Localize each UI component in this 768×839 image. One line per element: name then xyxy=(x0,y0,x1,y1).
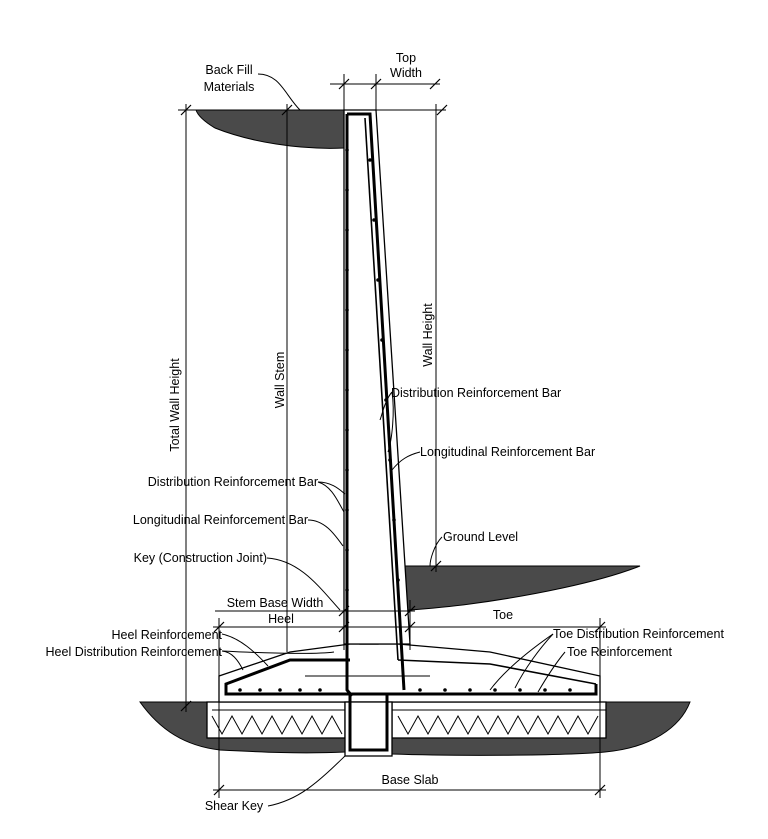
blinding-hatch xyxy=(211,709,606,736)
wall-stem xyxy=(343,109,411,645)
wall-stem-dimension xyxy=(281,104,293,652)
label-base-slab: Base Slab xyxy=(382,773,439,787)
stem-base-width-dimension xyxy=(215,600,416,650)
label-shear-key: Shear Key xyxy=(205,799,264,813)
toe-top-bar xyxy=(397,659,597,685)
label-heel: Heel xyxy=(268,612,294,626)
label-toe-distribution: Toe Distribution Reinforcement xyxy=(553,627,724,641)
label-distribution-bar-right: Distribution Reinforcement Bar xyxy=(391,386,561,400)
label-distribution-bar-left: Distribution Reinforcement Bar xyxy=(148,475,318,489)
slab-bottom-bar xyxy=(224,684,598,696)
label-toe-reinforcement: Toe Reinforcement xyxy=(567,645,672,659)
blinding-layer-right xyxy=(391,701,607,739)
backfill-soil xyxy=(195,109,345,149)
ground-level-soil xyxy=(397,565,641,612)
label-key-joint: Key (Construction Joint) xyxy=(134,551,267,565)
stem-front-bar-inner xyxy=(364,117,399,661)
leader-lines xyxy=(221,73,566,807)
label-total-wall-height: Total Wall Height xyxy=(168,358,182,452)
label-ground-level: Ground Level xyxy=(443,530,518,544)
top-width-dimension xyxy=(330,74,441,112)
label-stem-base-width: Stem Base Width xyxy=(227,596,324,610)
label-toe: Toe xyxy=(493,608,513,622)
shear-key-bar xyxy=(348,694,389,752)
base-slab-dimension xyxy=(213,702,606,798)
label-wall-stem: Wall Stem xyxy=(273,352,287,409)
label-longitudinal-bar-left: Longitudinal Reinforcement Bar xyxy=(133,513,308,527)
heel-toe-dimension xyxy=(213,618,606,704)
label-backfill-line2: Materials xyxy=(204,80,255,94)
stem-distribution-dots xyxy=(345,148,400,592)
blinding-layer-left xyxy=(206,701,346,739)
label-heel-distribution: Heel Distribution Reinforcement xyxy=(46,645,223,659)
total-wall-height-dimension xyxy=(180,104,192,712)
stem-front-bar xyxy=(347,112,406,691)
label-wall-height: Wall Height xyxy=(421,303,435,367)
slab-distribution-dots xyxy=(238,688,572,692)
shear-key xyxy=(344,701,393,757)
label-longitudinal-bar-right: Longitudinal Reinforcement Bar xyxy=(420,445,595,459)
label-top-width-line2: Width xyxy=(390,66,422,80)
label-top-width-line1: Top xyxy=(396,51,416,65)
label-backfill-line1: Back Fill xyxy=(205,63,252,77)
wall-height-dimension xyxy=(430,104,442,572)
label-heel-reinforcement: Heel Reinforcement xyxy=(112,628,223,642)
